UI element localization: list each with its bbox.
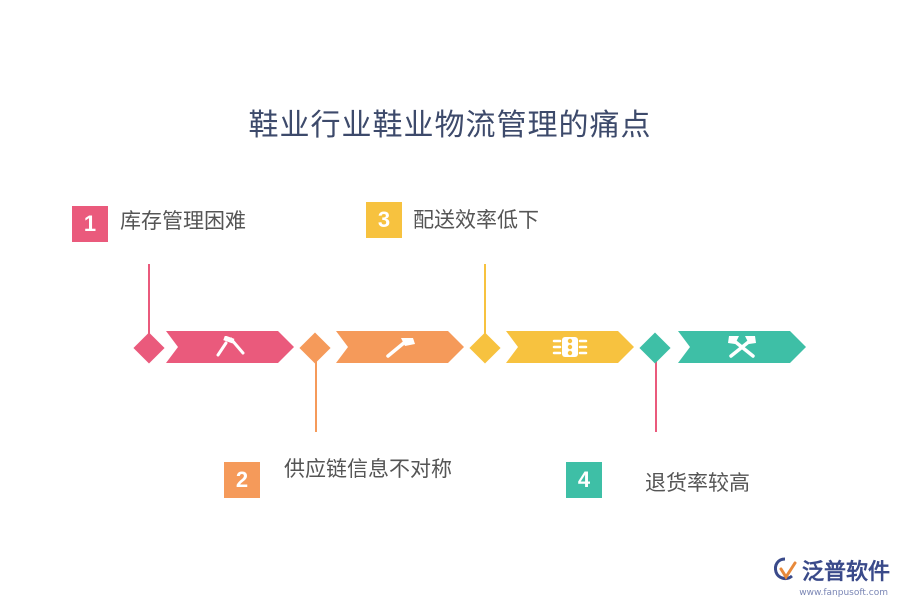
step-2-connector <box>315 360 317 432</box>
step-1-badge: 1 <box>72 206 108 242</box>
step-1-connector <box>148 264 150 336</box>
step-4-arrow <box>678 331 806 363</box>
step-2-diamond <box>299 332 331 364</box>
step-2-badge: 2 <box>224 462 260 498</box>
step-4-badge: 4 <box>566 462 602 498</box>
page-title: 鞋业行业鞋业物流管理的痛点 <box>248 108 652 143</box>
traffic-light-icon <box>506 331 634 363</box>
crossed-hammers-icon <box>678 331 806 363</box>
step-4-connector <box>655 360 657 432</box>
step-1-diamond <box>133 332 165 364</box>
logo-name: 泛普软件 <box>801 560 890 585</box>
step-3-connector <box>484 264 486 336</box>
logo-url: www.fanpusoft.com <box>799 588 888 598</box>
step-2-label: 供应链信息不对称 <box>284 457 452 481</box>
step-3-badge: 3 <box>366 202 402 238</box>
logo-icon <box>774 557 797 581</box>
step-3-label: 配送效率低下 <box>413 208 539 232</box>
step-2-arrow <box>336 331 464 363</box>
step-3-arrow <box>506 331 634 363</box>
step-3-diamond <box>469 332 501 364</box>
step-1-arrow <box>166 331 294 363</box>
brand-logo: 泛普软件 <box>772 554 890 586</box>
hammer-icon <box>166 331 294 363</box>
step-1-label: 库存管理困难 <box>120 209 246 233</box>
step-4-label: 退货率较高 <box>645 471 750 495</box>
step-4-diamond <box>639 332 671 364</box>
hammer-icon <box>336 331 464 363</box>
